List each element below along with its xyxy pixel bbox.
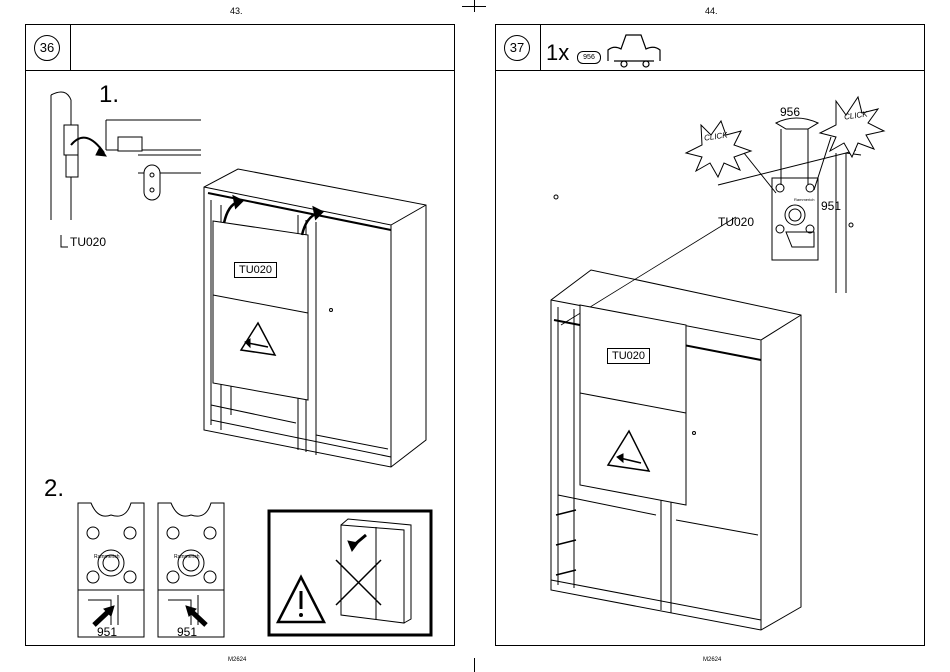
crop-mark-top-h — [462, 6, 486, 7]
brand-left: Rammerich — [94, 554, 120, 560]
part-label-left: 951 — [97, 625, 117, 639]
footer-code-right: M2624 — [703, 657, 721, 663]
callout-part-951: 951 — [821, 199, 841, 213]
step-36-panel: 36 1. 2. — [25, 24, 455, 646]
page-number-right: 44. — [705, 6, 718, 16]
brand-right: Rammerich — [174, 554, 200, 560]
hook-detail — [51, 92, 201, 247]
callout-part-956: 956 — [780, 105, 800, 119]
hook-label: TU020 — [70, 235, 106, 249]
door-label: TU020 — [234, 262, 277, 278]
bracket-detail-left — [78, 503, 144, 637]
door-label: TU020 — [607, 348, 650, 364]
part-label-right: 951 — [177, 625, 197, 639]
bracket-detail-right — [158, 503, 224, 637]
door-panel — [213, 221, 308, 400]
warning-box — [269, 511, 431, 635]
door-panel — [580, 305, 686, 505]
footer-code-left: M2624 — [228, 657, 246, 663]
crop-mark-bottom — [474, 658, 475, 672]
callout-label: TU020 — [718, 215, 754, 229]
brand: Rammerich — [794, 197, 814, 202]
step-37-panel: 37 1x 956 — [495, 24, 925, 646]
page-number-left: 43. — [230, 6, 243, 16]
step-36-illustration — [26, 25, 456, 647]
